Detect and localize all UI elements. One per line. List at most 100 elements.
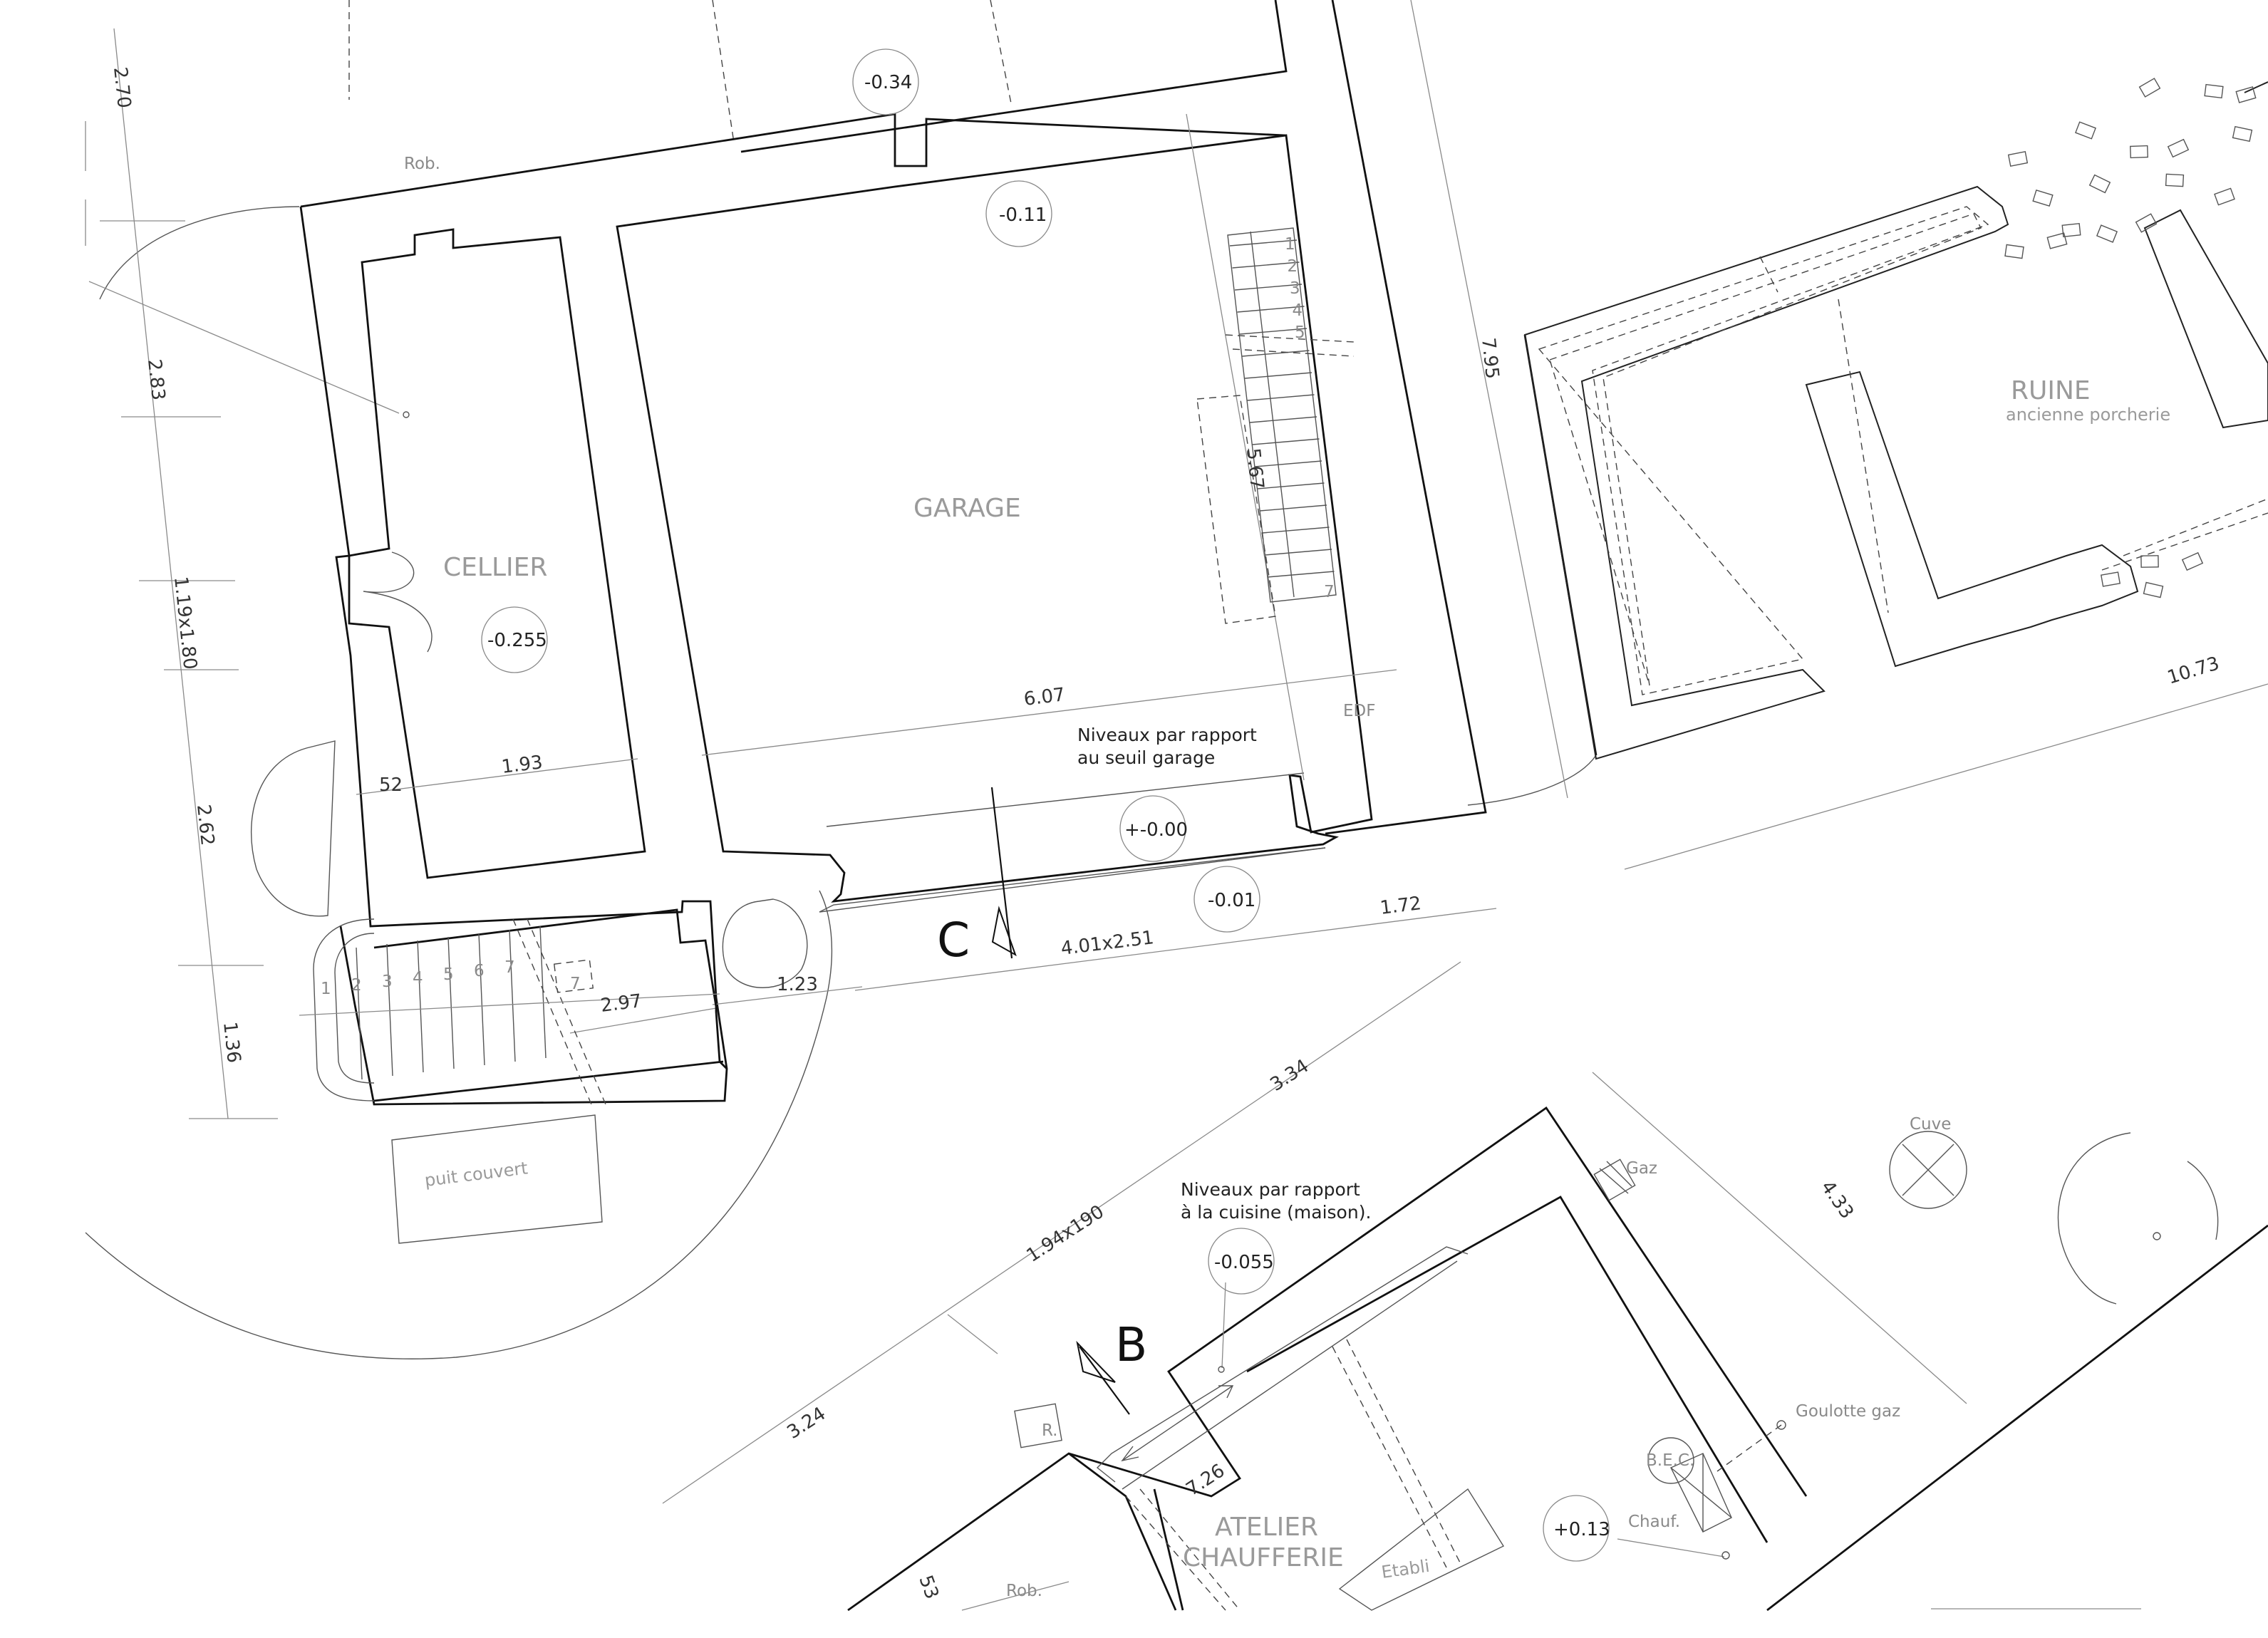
dim-324: 3.24 [783, 1403, 829, 1443]
level-013: +0.13 [1553, 1519, 1610, 1540]
ruin-stone [2032, 189, 2054, 207]
ruin-stone [2143, 581, 2164, 598]
outer-stair-step-line [386, 943, 393, 1077]
outer-stair-step-line [356, 947, 363, 1080]
ruin-stone [2004, 244, 2024, 259]
label-goulotte-gaz: Goulotte gaz [1796, 1402, 1900, 1421]
label-rob-bottom: Rob. [1006, 1582, 1042, 1600]
garage-stair-step-numbers: 1 2 3 4 5 [1285, 235, 1305, 342]
level-011: -0.11 [999, 204, 1047, 226]
outer-stair-step-number: 6 [474, 962, 485, 980]
label-bec: B.E.C. [1646, 1451, 1694, 1470]
room-label-ruine: RUINE [2011, 376, 2091, 405]
dim-172: 1.72 [1379, 893, 1422, 919]
dim-334: 3.34 [1266, 1055, 1312, 1096]
dim-136: 1.36 [219, 1021, 244, 1064]
garage-stair-step-line [1242, 350, 1310, 357]
ruin-stone [2181, 551, 2204, 571]
garage-stair-step-line [1232, 261, 1300, 269]
level-0055: -0.055 [1214, 1252, 1274, 1273]
garage-stair [1196, 227, 1355, 624]
garage-stair-step-line [1262, 527, 1330, 534]
note-cuisine-levels-1: Niveaux par rapport [1181, 1179, 1360, 1200]
garage-stair-step-number: 5 [1295, 323, 1305, 342]
outer-stair-step-line [478, 933, 485, 1066]
garage-stair-step-number: 2 [1288, 257, 1298, 276]
label-cuve: Cuve [1910, 1115, 1951, 1134]
level-000: +-0.00 [1124, 819, 1188, 841]
dim-194x190: 1.94x190 [1022, 1201, 1107, 1267]
dim-607: 6.07 [1022, 684, 1066, 710]
note-garage-levels-1: Niveaux par rapport [1077, 725, 1257, 745]
section-label-c: C [937, 913, 970, 968]
dim-433: 4.33 [1816, 1177, 1858, 1223]
ruin-stone [2046, 232, 2068, 249]
ruin-stone [2061, 223, 2081, 237]
ruin-stone [2167, 138, 2190, 158]
top-dashed-lines [348, 0, 1568, 799]
outer-stair-step-line [539, 926, 547, 1059]
note-garage-levels-2: au seuil garage [1077, 747, 1215, 768]
ruin-stone [2235, 86, 2257, 103]
label-puit-couvert: puit couvert [423, 1158, 529, 1191]
dim-262: 2.62 [192, 804, 218, 847]
outer-stair-step-number: 1 [321, 980, 331, 998]
garage-stair-step-line [1234, 284, 1303, 291]
ruin-stone [2138, 78, 2161, 98]
garage-stair-step-number: 3 [1290, 279, 1300, 298]
dim-270: 2.70 [109, 66, 135, 110]
garage-stair-step-line [1257, 482, 1325, 489]
dim-119x180: 1.19x1.80 [170, 576, 201, 671]
ruin-stone [2130, 145, 2148, 159]
garage-stair-top-number: 7 [1324, 583, 1335, 601]
dim-193: 1.93 [500, 752, 544, 778]
garage-dimensions [356, 113, 2268, 1034]
dim-52: 52 [379, 774, 403, 796]
room-label-atelier: ATELIER [1215, 1513, 1318, 1542]
outer-stair-step-number: 5 [443, 965, 454, 984]
label-gaz: Gaz [1626, 1159, 1657, 1178]
garage-stair-step-line [1259, 504, 1327, 512]
bottom-dimensions [662, 961, 2141, 1611]
garage-stair-step-line [1247, 394, 1315, 401]
room-label-ruine-sub: ancienne porcherie [2006, 405, 2170, 425]
outer-stair-step-number: 7 [504, 958, 515, 977]
outer-stair-step-line [509, 929, 516, 1062]
garage-stair-step-line [1254, 460, 1322, 467]
ruin-stone [2007, 151, 2029, 167]
ruin-stone [2165, 173, 2185, 187]
level-001: -0.01 [1208, 890, 1255, 911]
level-034: -0.34 [864, 72, 912, 93]
ruin-stone [2135, 213, 2158, 233]
ruin-stone [2140, 555, 2159, 568]
left-dimension-chain [100, 28, 278, 1119]
room-label-chaufferie: CHAUFFERIE [1183, 1543, 1344, 1572]
section-label-b: B [1115, 1317, 1147, 1372]
garage-building [299, 0, 1487, 1106]
level-0255: -0.255 [487, 630, 547, 651]
label-rob-top: Rob. [404, 155, 440, 173]
garage-stair-step-line [1229, 239, 1298, 247]
label-etabli: Etabli [1380, 1556, 1431, 1582]
ruin-stone [2232, 125, 2253, 142]
room-label-cellier: CELLIER [443, 553, 547, 582]
puit-couvert [391, 1114, 603, 1244]
garage-stair-step-line [1244, 372, 1312, 379]
entrance-stair-block [299, 908, 727, 1105]
ruin-stone [2075, 121, 2096, 140]
outer-stair-step-number: 4 [413, 969, 423, 988]
note-cuisine-levels-2: à la cuisine (maison). [1181, 1202, 1371, 1223]
dim-283: 2.83 [143, 358, 169, 402]
ruin-stone [2214, 187, 2235, 206]
outer-stair-step-number: 3 [382, 973, 393, 991]
label-chauf: Chauf. [1628, 1513, 1680, 1531]
room-label-garage: GARAGE [913, 494, 1021, 523]
garage-stair-step-line [1264, 549, 1332, 556]
garage-stair-step-number: 4 [1293, 301, 1303, 320]
dim-53: 53 [914, 1572, 943, 1602]
garage-stair-step-number: 1 [1285, 235, 1295, 254]
garage-stair-step-line [1249, 416, 1317, 423]
ruin-stone [2088, 174, 2111, 194]
